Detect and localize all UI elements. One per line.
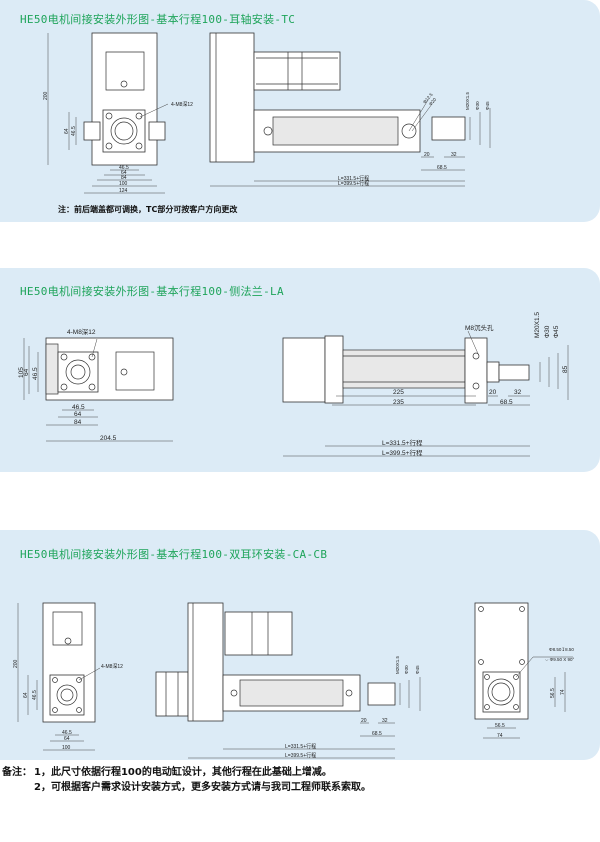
- dim-height: 200: [13, 659, 19, 668]
- la-front-view: 4-M8深12 105 64 46.5 46.5 64 84 204.5: [18, 327, 174, 442]
- dim-32: 32: [514, 389, 522, 396]
- dim-64: 64: [23, 692, 29, 698]
- panel-title: HE50电机间接安装外形图-基本行程100-侧法兰-LA: [20, 285, 284, 298]
- dim-46-5: 46.5: [71, 126, 77, 136]
- dim-bottom: 204.5: [100, 435, 117, 442]
- panel-title: HE50电机间接安装外形图-基本行程100-耳轴安装-TC: [20, 13, 296, 26]
- dia-30: Φ30: [475, 101, 480, 110]
- dim-56-5-v: 56.5: [550, 688, 556, 698]
- dim-68-5: 68.5: [500, 399, 513, 406]
- dim-height: 200: [43, 91, 49, 100]
- hole-label: 4-M8深12: [67, 327, 96, 336]
- dim-bottom: 124: [119, 188, 128, 194]
- tc-front-view: 4-M8深12 200 64 46.5 46.5 64 84 100 124: [43, 32, 193, 194]
- dia-30: Φ30: [544, 325, 551, 338]
- dim-20: 20: [489, 389, 497, 396]
- dia-20: Φ20: [428, 96, 438, 106]
- thread-label: M20X1.5: [395, 655, 400, 674]
- dim-85: 85: [562, 365, 569, 373]
- remark-line-1: 1，此尺寸依据行程100的电动缸设计，其他行程在此基础上增减。: [34, 767, 332, 778]
- panel-note: 注：前后端盖都可调换，TC部分可按客户方向更改: [58, 205, 238, 214]
- dim-68-5: 68.5: [372, 731, 382, 737]
- dia-45: Φ45: [415, 665, 420, 674]
- hole-label: 4-M8深12: [171, 101, 193, 108]
- dim-46-5: 46.5: [32, 367, 39, 380]
- dim-46-5: 46.5: [32, 690, 38, 700]
- hole-label: 4-M8深12: [101, 663, 123, 670]
- dim-32: 32: [382, 718, 388, 724]
- dim-56-5-h: 56.5: [495, 723, 505, 729]
- cacb-side-view: M20X1.5 Φ30 Φ45 20 32 68.5 L=331.5+行程 L=…: [155, 602, 421, 759]
- hole-spec-2: ⌵ Φ9.50 X 90°: [545, 657, 575, 662]
- thread-label: M20X1.5: [534, 312, 541, 338]
- dim-32: 32: [451, 152, 457, 158]
- dim-64: 64: [64, 128, 70, 134]
- hole-spec-1: Φ8.50↧8.50: [549, 647, 574, 652]
- dim-225: 225: [393, 389, 404, 396]
- dim-bottom: 100: [62, 745, 71, 751]
- cacb-front-view: 4-M8深12 200 64 46.5 46.5 64 100: [13, 602, 123, 751]
- dim-bottom: 64: [74, 411, 82, 418]
- dim-64: 64: [23, 368, 30, 376]
- tc-side-view: Φ12.5 Φ20 M20X1.5 Φ30 Φ45 20 32 68.5 L=3…: [209, 32, 491, 187]
- la-side-view: M8沉头孔 M20X1.5 Φ30 Φ45 85 225 235 20 32 6…: [282, 312, 569, 457]
- length-1: L=331.5+行程: [382, 438, 423, 447]
- dim-bottom: 64: [64, 736, 70, 742]
- dim-bottom: 84: [121, 175, 127, 181]
- panel-title: HE50电机间接安装外形图-基本行程100-双耳环安装-CA-CB: [20, 548, 328, 561]
- dim-74-v: 74: [560, 689, 566, 695]
- length-2: L=399.5+行程: [382, 448, 423, 457]
- length-1: L=331.5+行程: [285, 743, 316, 750]
- dim-bottom: 64: [121, 170, 127, 176]
- remarks-label: 备注：: [2, 767, 32, 778]
- dia-45: Φ45: [485, 101, 490, 110]
- dim-20: 20: [361, 718, 367, 724]
- length-1: L=331.5+行程: [338, 175, 369, 182]
- length-2: L=399.5+行程: [285, 752, 316, 759]
- dia-30: Φ30: [404, 665, 409, 674]
- dim-bottom: 46.5: [119, 165, 129, 171]
- length-2: L=399.5+行程: [338, 180, 369, 187]
- dim-74-h: 74: [497, 733, 503, 739]
- dim-bottom: 46.5: [62, 730, 72, 736]
- dim-20: 20: [424, 152, 430, 158]
- dim-68-5: 68.5: [437, 165, 447, 171]
- hole-label: M8沉头孔: [465, 323, 494, 332]
- dim-bottom: 84: [74, 419, 82, 426]
- remark-line-2: 2，可根据客户需求设计安装方式，更多安装方式请与我司工程师联系索取。: [34, 782, 371, 793]
- dim-bottom: 46.5: [72, 404, 85, 411]
- dim-235: 235: [393, 399, 404, 406]
- cacb-end-view: Φ8.50↧8.50 ⌵ Φ9.50 X 90° 56.5 74 56.5 74: [474, 602, 575, 739]
- thread-label: M20X1.5: [465, 91, 470, 110]
- dim-bottom: 100: [119, 181, 128, 187]
- dim-height: 105: [18, 367, 25, 378]
- dia-45: Φ45: [553, 325, 560, 338]
